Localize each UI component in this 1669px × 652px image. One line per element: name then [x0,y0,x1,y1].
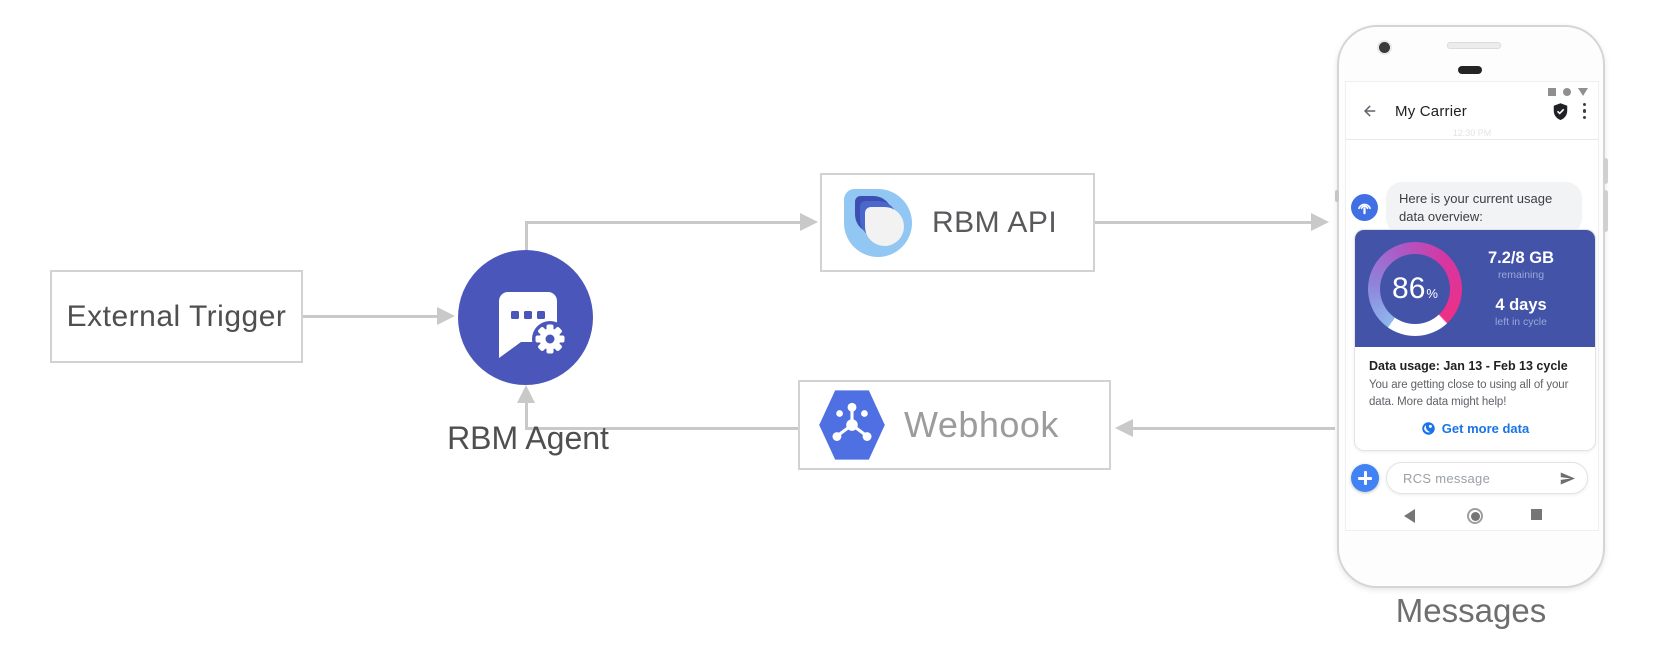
webhook-hexagon-icon [819,390,885,460]
arrow-phone-to-webhook-head [1115,419,1133,437]
arrow-trigger-to-agent-line [303,315,439,318]
usage-percent-unit: % [1426,285,1438,301]
arrow-agent-to-api-vertical [525,223,528,251]
webhook-label: Webhook [904,404,1059,445]
phone-screen: My Carrier 12:30 PM Here [1346,82,1598,530]
days-left-caption: left in cycle [1495,316,1547,328]
front-camera [1379,42,1390,53]
status-bar [1548,88,1588,96]
nav-back-icon[interactable] [1404,509,1415,523]
rbm-api-logo-icon [844,188,912,257]
status-triangle-icon [1578,88,1588,96]
phone-mockup: My Carrier 12:30 PM Here [1335,25,1608,588]
rbm-agent-node [458,250,593,385]
conversation-title: My Carrier [1395,102,1467,120]
rcs-message-input[interactable] [1401,469,1559,487]
status-circle-icon [1563,88,1571,96]
power-button [1603,158,1608,184]
globe-icon [1422,422,1435,436]
arrow-trigger-to-agent-head [437,307,455,325]
rbm-api-label: RBM API [932,205,1058,239]
usage-card-body: Data usage: Jan 13 - Feb 13 cycle You ar… [1355,347,1595,450]
arrow-agent-to-api-head [800,213,818,231]
data-remaining-caption: remaining [1497,269,1545,281]
rbm-api-box: RBM API [820,173,1095,272]
arrow-webhook-to-agent-vertical [525,403,528,429]
chat-bubble: Here is your current usage data overview… [1386,182,1582,234]
arrow-agent-to-api-line [525,221,802,224]
rbm-agent-label: RBM Agent [447,420,609,456]
arrow-webhook-to-agent-head [517,385,535,403]
usage-card-text: You are getting close to using all of yo… [1369,379,1569,408]
arrow-webhook-to-agent-line [525,427,798,430]
message-timestamp: 12:30 PM [1452,128,1492,138]
antenna-icon [1358,203,1371,215]
header-divider [1346,139,1598,140]
get-more-data-button[interactable]: Get more data [1369,421,1581,436]
send-icon[interactable] [1559,470,1576,487]
data-remaining-value: 7.2/8 GB [1487,249,1555,267]
speaker-slot [1447,42,1501,49]
status-square-icon [1548,88,1556,96]
get-more-data-label: Get more data [1441,421,1530,437]
external-trigger-label: External Trigger [66,299,287,333]
arrow-api-to-phone-head [1311,213,1329,231]
usage-gauge: 86 % [1368,241,1462,336]
webhook-box: Webhook [798,380,1111,470]
verified-shield-icon [1553,102,1567,120]
arrow-phone-to-webhook-line [1133,427,1335,430]
usage-percent: 86 [1392,271,1426,305]
attach-plus-button[interactable] [1351,464,1379,492]
arrow-api-to-phone-line [1095,221,1313,224]
usage-card: 86 % 7.2/8 GB remaining 4 days left in c… [1354,229,1596,452]
message-input-pill [1386,462,1588,494]
overflow-menu-icon[interactable] [1582,102,1586,120]
android-nav-bar [1346,506,1598,526]
usage-card-title: Data usage: Jan 13 - Feb 13 cycle [1369,359,1568,373]
days-left-value: 4 days [1495,296,1547,314]
nav-recents-icon[interactable] [1531,509,1542,520]
chat-bubble-gear-icon [499,292,568,358]
sim-tray [1335,190,1339,202]
external-trigger-box: External Trigger [50,270,303,363]
earpiece [1458,66,1482,74]
back-arrow-icon[interactable] [1361,102,1379,120]
conversation-header: My Carrier [1346,96,1598,126]
nav-home-icon[interactable] [1467,508,1483,524]
volume-button [1603,190,1608,232]
usage-card-hero: 86 % 7.2/8 GB remaining 4 days left in c… [1355,230,1595,347]
carrier-avatar [1351,194,1378,221]
messages-caption: Messages [1395,592,1547,629]
